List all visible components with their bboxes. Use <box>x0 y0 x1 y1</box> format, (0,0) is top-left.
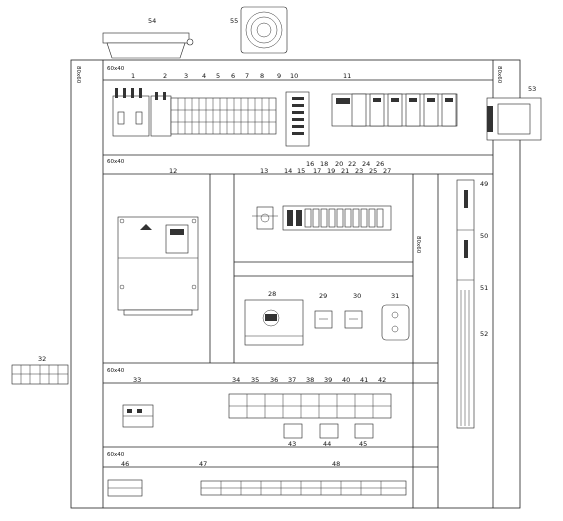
label-1: 1 <box>131 72 135 80</box>
breaker-row <box>112 88 310 147</box>
label-34: 34 <box>232 376 240 384</box>
label-36: 36 <box>270 376 278 384</box>
item-29-device <box>314 310 333 329</box>
label-39: 39 <box>324 376 332 384</box>
relay-block-14-27 <box>282 205 392 231</box>
item-31-socket <box>381 304 410 341</box>
label-8: 8 <box>260 72 264 80</box>
label-29: 29 <box>319 292 327 300</box>
item-45-device <box>354 423 374 439</box>
label-50: 50 <box>480 232 488 240</box>
label-46: 46 <box>121 460 129 468</box>
label-32: 32 <box>38 355 46 363</box>
label-49: 49 <box>480 180 488 188</box>
duct-label-row3: 60x40 <box>107 368 125 374</box>
duct-label-left-vertical: 80x60 <box>75 66 81 84</box>
label-23: 23 <box>355 167 363 175</box>
item-13-relay <box>252 206 278 230</box>
duct-label-top: 60x40 <box>107 66 125 72</box>
item-43-device <box>283 423 303 439</box>
label-18: 18 <box>320 160 328 168</box>
label-47: 47 <box>199 460 207 468</box>
item-55-fan <box>240 6 288 54</box>
label-14: 14 <box>284 167 292 175</box>
label-4: 4 <box>202 72 206 80</box>
right-terminal-strip <box>456 179 475 429</box>
label-3: 3 <box>184 72 188 80</box>
label-28: 28 <box>268 290 276 298</box>
item-28-device <box>244 299 304 346</box>
label-40: 40 <box>342 376 350 384</box>
item-11-plc <box>331 93 458 127</box>
item-44-device <box>319 423 339 439</box>
duct-label-mid-vertical: 80x60 <box>415 236 421 254</box>
item-32-terminal-block <box>11 364 69 385</box>
label-41: 41 <box>360 376 368 384</box>
label-43: 43 <box>288 440 296 448</box>
label-16: 16 <box>306 160 314 168</box>
label-44: 44 <box>323 440 331 448</box>
item-53-side-device <box>486 97 542 141</box>
duct-label-right-vertical: 80x60 <box>496 66 502 84</box>
label-30: 30 <box>353 292 361 300</box>
label-15: 15 <box>297 167 305 175</box>
label-33: 33 <box>133 376 141 384</box>
terminal-strip-47-48 <box>200 480 407 496</box>
label-5: 5 <box>216 72 220 80</box>
label-51: 51 <box>480 284 488 292</box>
label-21: 21 <box>341 167 349 175</box>
label-45: 45 <box>359 440 367 448</box>
label-53: 53 <box>528 85 536 93</box>
label-17: 17 <box>313 167 321 175</box>
item-33-module <box>122 404 154 428</box>
label-13: 13 <box>260 167 268 175</box>
label-55: 55 <box>230 17 238 25</box>
label-38: 38 <box>306 376 314 384</box>
label-26: 26 <box>376 160 384 168</box>
label-7: 7 <box>245 72 249 80</box>
label-54: 54 <box>148 17 156 25</box>
item-30-device <box>344 310 363 329</box>
label-48: 48 <box>332 460 340 468</box>
duct-label-row4: 60x40 <box>107 452 125 458</box>
contactor-row-34-42 <box>228 393 392 419</box>
label-35: 35 <box>251 376 259 384</box>
label-25: 25 <box>369 167 377 175</box>
label-31: 31 <box>391 292 399 300</box>
label-20: 20 <box>335 160 343 168</box>
label-22: 22 <box>348 160 356 168</box>
label-24: 24 <box>362 160 370 168</box>
label-9: 9 <box>277 72 281 80</box>
label-6: 6 <box>231 72 235 80</box>
duct-label-row2: 60x40 <box>107 159 125 165</box>
panel-outline <box>70 59 521 509</box>
label-2: 2 <box>163 72 167 80</box>
label-42: 42 <box>378 376 386 384</box>
label-12: 12 <box>169 167 177 175</box>
label-27: 27 <box>383 167 391 175</box>
label-19: 19 <box>327 167 335 175</box>
label-11: 11 <box>343 72 351 80</box>
label-52: 52 <box>480 330 488 338</box>
item-54-enclosure-top <box>102 32 194 59</box>
label-10: 10 <box>290 72 298 80</box>
item-12-inverter <box>117 216 199 316</box>
label-37: 37 <box>288 376 296 384</box>
